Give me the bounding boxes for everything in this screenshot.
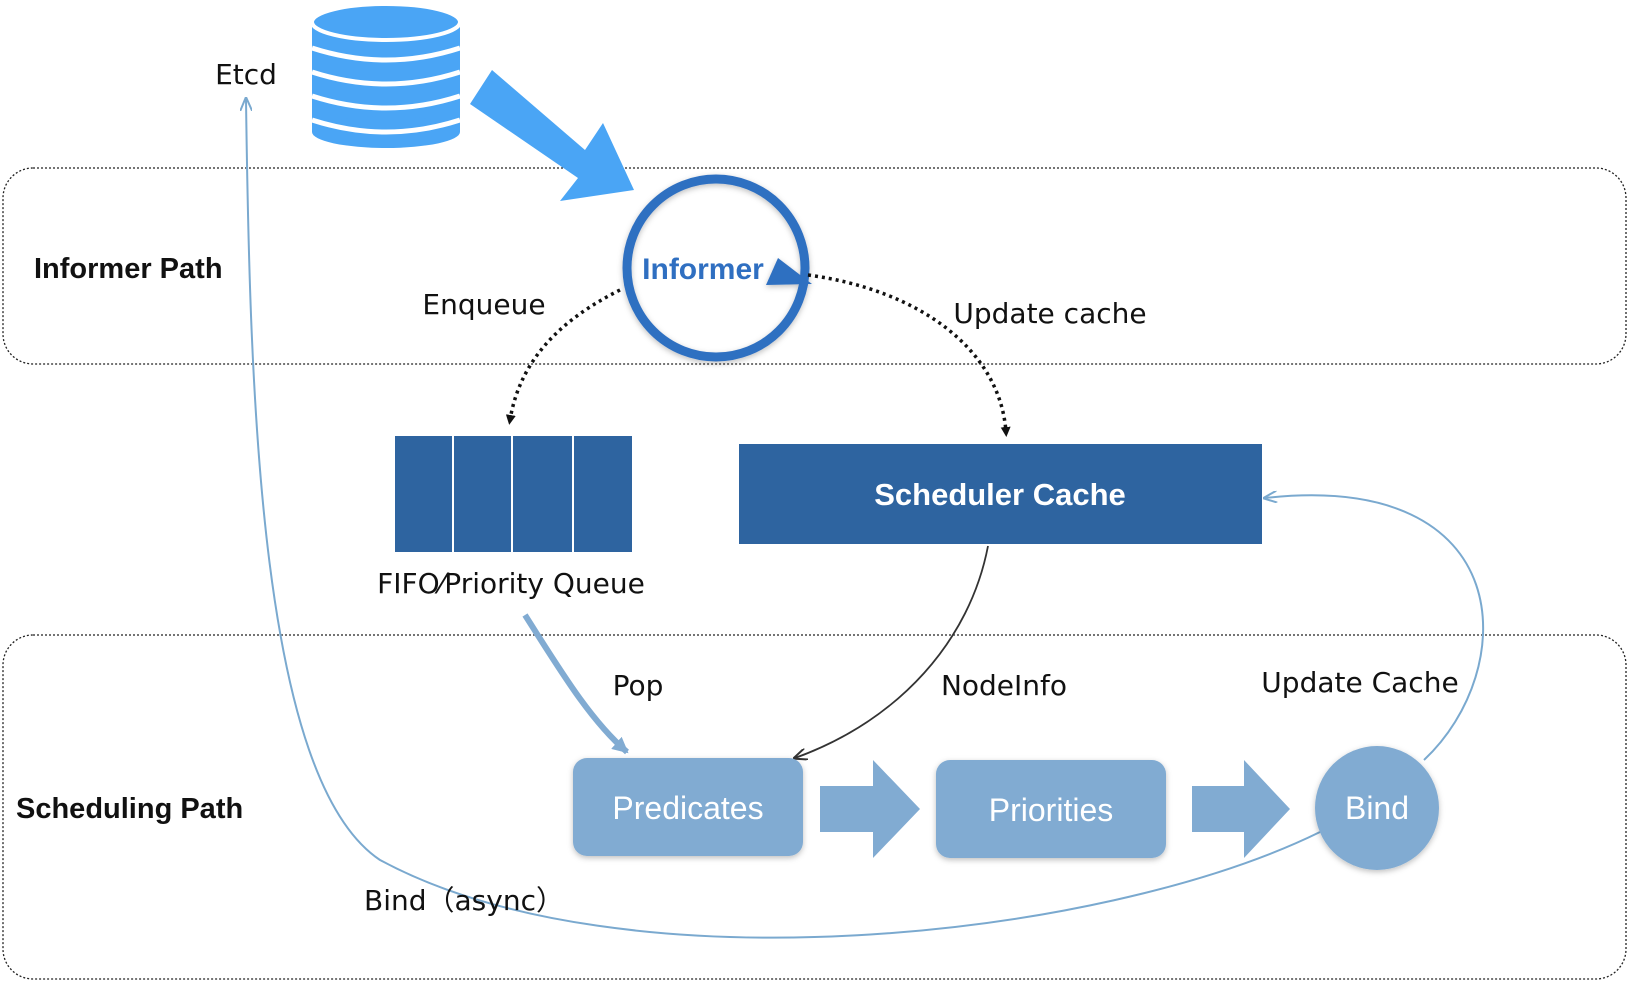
update-cache-label: Update cache	[953, 297, 1146, 330]
scheduler-cache-box	[739, 444, 1262, 544]
scheduling-path-frame	[2, 634, 1627, 980]
watch-arrow	[470, 70, 634, 201]
priorities-box	[936, 760, 1166, 858]
update-cache-arrow	[1265, 495, 1484, 761]
bind-async-arrow	[246, 99, 1321, 939]
scheduler-cache-label: Scheduler Cache	[874, 477, 1126, 512]
nodeinfo-arrow	[795, 545, 989, 758]
scheduling-path-title: Scheduling Path	[16, 793, 243, 825]
predicates-label: Predicates	[612, 790, 763, 826]
update-cache-dotted-arrow	[807, 273, 1011, 437]
bind-label: Bind	[1345, 790, 1409, 826]
priorities-label: Priorities	[989, 792, 1113, 828]
fifo-priority-queue	[395, 436, 632, 552]
refresh-circle-icon	[622, 174, 812, 362]
bind-async-label: Bind（async）	[364, 884, 564, 917]
informer-path-frame	[2, 167, 1627, 365]
etcd-label: Etcd	[215, 58, 277, 91]
enqueue-arrow	[505, 288, 621, 425]
database-icon	[310, 2, 462, 148]
informer-label: Informer	[642, 253, 764, 286]
update-cache-2-label: Update Cache	[1261, 666, 1458, 699]
bind-circle	[1315, 746, 1439, 870]
right-arrow-2	[1192, 760, 1290, 858]
enqueue-label: Enqueue	[422, 288, 545, 321]
queue-label: FIFO⁄Priority Queue	[377, 567, 645, 600]
pop-label: Pop	[613, 669, 664, 702]
right-arrow-1	[820, 760, 920, 858]
nodeinfo-label: NodeInfo	[941, 669, 1067, 702]
pop-arrow	[522, 613, 629, 755]
predicates-box	[573, 758, 803, 856]
informer-path-title: Informer Path	[34, 253, 223, 285]
